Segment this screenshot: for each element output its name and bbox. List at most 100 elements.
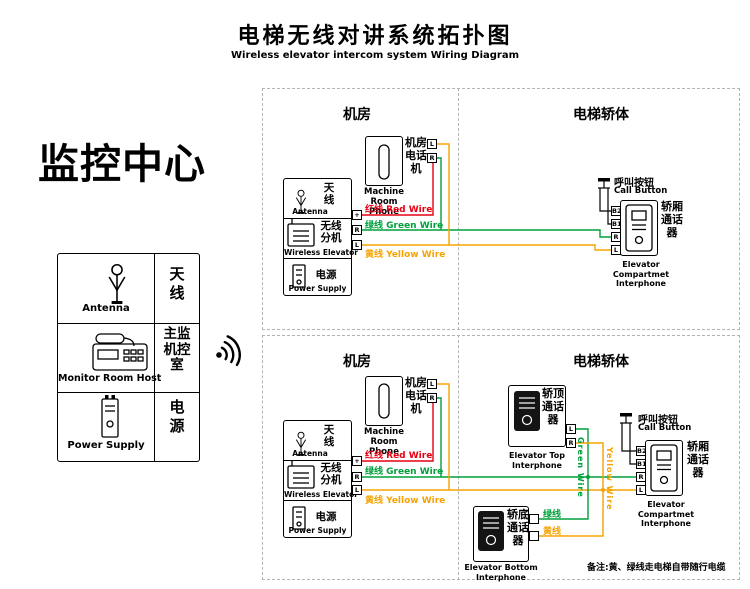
monitor-power-label-cn: 电 源 — [169, 398, 185, 435]
s1-machine-phone-label-cn: 机房 电话 机 — [405, 136, 427, 175]
s1-wireless-terminal-L: L — [352, 240, 362, 250]
s1-wireless-ext-cn: 无线 分机 — [320, 220, 342, 245]
power-supply-icon — [101, 395, 119, 438]
s1-yellow-wire-label: 黄线 Yellow Wire — [365, 250, 446, 260]
s2-wireless-power-cn: 电源 — [315, 511, 337, 523]
s1-compartment-label-en: Elevator Compartmet Interphone — [612, 260, 670, 289]
s2-compartment-label-cn: 轿厢 通话 器 — [687, 440, 709, 479]
page-title: 电梯无线对讲系统拓扑图 — [237, 24, 513, 49]
s1-wireless-antenna-en: Antenna — [292, 207, 328, 216]
section1-zone-divider — [458, 88, 459, 330]
s1-wireless-terminal-R: R — [352, 225, 362, 235]
s2-red-wire-label: 红线 Red Wire — [365, 451, 433, 461]
s2-bottom-interphone-terminal-green — [529, 514, 539, 524]
s2-top-interphone-box — [508, 385, 566, 447]
s1-callbutton-lead-b2 — [599, 188, 611, 212]
s1-call-button-icon — [597, 177, 611, 189]
s2-machine-phone-label-en: Machine Room Phone — [363, 427, 404, 457]
s1-comp-terminal-B1: B1 — [611, 219, 622, 229]
s2-machine-phone-box — [365, 376, 403, 426]
s1-green-wire-label: 绿线 Green Wire — [365, 221, 444, 231]
monitor-antenna-label-cn: 天 线 — [169, 265, 185, 302]
s2-wireless-terminal-plus: + — [352, 456, 362, 466]
s2-top-interphone-terminal-L: L — [566, 424, 576, 434]
monitor-box-divider-2 — [58, 391, 199, 393]
monitor-box-vertical-divider — [153, 254, 155, 461]
s1-wireless-antenna-cn: 天 线 — [323, 182, 335, 207]
s2-callbutton-lead-b2 — [621, 423, 636, 452]
s1-wireless-ext-en: Wireless Elevator — [284, 248, 358, 257]
footer-note: 备注:黄、绿线走电梯自带随行电缆 — [587, 563, 726, 573]
s1-yellow-wire — [362, 244, 611, 251]
s1-call-button-label-cn: 呼叫按钮 — [614, 178, 654, 189]
s1-wires — [362, 143, 611, 251]
s2-bottom-yellow-label: 黄线 — [543, 527, 562, 537]
s2-compartment-label-en: Elevator Compartmet Interphone — [637, 500, 695, 529]
s2-wireless-power-en: Power Supply — [288, 526, 347, 535]
s1-red-wire-label: 红线 Red Wire — [365, 205, 433, 215]
s2-yellow-junction — [601, 488, 605, 492]
s2-call-button-label-cn: 呼叫按钮 — [638, 415, 678, 426]
s1-comp-terminal-L: L — [611, 245, 621, 255]
s2-top-interphone-label-cn: 轿顶 通话 器 — [542, 387, 564, 426]
s2-wireless-terminal-R: R — [352, 472, 362, 482]
s2-green-branch — [437, 397, 442, 477]
s2-yellow-wire-label: 黄线 Yellow Wire — [365, 496, 446, 506]
monitor-center-heading: 监控中心 — [38, 140, 206, 188]
s1-wireless-power-en: Power Supply — [288, 284, 347, 293]
s2-top-interphone-label-en: Elevator Top Interphone — [509, 451, 565, 470]
s2-wires — [362, 383, 636, 537]
s1-wireless-unit-box — [283, 178, 352, 296]
s2-call-button-label-en: Call Button — [638, 423, 692, 433]
s1-zone-elevator-car: 电梯轿体 — [573, 107, 629, 123]
s1-call-button-label-en: Call Button — [614, 186, 668, 196]
section1-dashed-frame — [262, 88, 740, 330]
s1-wireless-box-divider-2 — [284, 258, 351, 259]
s2-comp-terminal-B2: B2 — [636, 446, 647, 456]
s1-callbutton-lead-b1 — [607, 188, 611, 225]
s2-wireless-box-divider-1 — [284, 460, 351, 461]
s2-call-button-icon — [619, 412, 633, 424]
s1-wireless-box-divider-1 — [284, 218, 351, 219]
monitor-power-label-en: Power Supply — [67, 440, 145, 451]
s2-zone-elevator-car: 电梯轿体 — [573, 354, 629, 370]
s2-bottom-interphone-label-en: Elevator Bottom Interphone — [464, 563, 538, 582]
wireless-signal-icon — [216, 335, 241, 367]
s2-comp-terminal-L: L — [636, 485, 646, 495]
monitor-center-box — [57, 253, 200, 462]
monitor-antenna-label-en: Antenna — [82, 303, 130, 314]
s2-green-wire-label: 绿线 Green Wire — [365, 467, 444, 477]
s2-wireless-ext-en: Wireless Elevator — [284, 490, 358, 499]
s2-bottom-green-label: 绿线 — [543, 510, 562, 520]
s2-green-riser — [539, 428, 589, 520]
s2-compartment-interphone-box — [645, 440, 683, 496]
s2-top-interphone-terminal-R: R — [566, 438, 576, 448]
s2-bottom-interphone-terminal-yellow — [529, 531, 539, 541]
s1-phone-terminal-L: L — [427, 139, 437, 149]
s1-green-wire — [362, 229, 611, 238]
s1-wireless-terminal-plus: + — [352, 210, 362, 220]
s1-yellow-branch — [437, 143, 450, 245]
s1-phone-terminal-R: R — [427, 153, 437, 163]
s2-wireless-ext-cn: 无线 分机 — [320, 462, 342, 487]
s2-comp-terminal-R: R — [636, 472, 646, 482]
s2-wireless-unit-box — [283, 420, 352, 538]
s1-red-wire — [362, 163, 434, 216]
s2-yellow-wire-vertical-label: Yellow Wire — [605, 447, 614, 511]
s2-yellow-branch — [437, 383, 450, 490]
s1-compartment-interphone-box — [620, 200, 658, 256]
monitor-box-divider-1 — [58, 322, 199, 324]
page-subtitle: Wireless elevator intercom system Wiring… — [230, 50, 520, 61]
s2-comp-terminal-B1: B1 — [636, 459, 647, 469]
s1-machine-phone-box — [365, 136, 403, 186]
s1-comp-terminal-B2: B2 — [611, 206, 622, 216]
s1-compartment-label-cn: 轿厢 通话 器 — [661, 200, 683, 239]
desk-phone-icon — [92, 333, 148, 371]
s2-wireless-terminal-L: L — [352, 485, 362, 495]
s2-zone-machine-room: 机房 — [343, 354, 371, 370]
s1-machine-phone-label-en: Machine Room Phone — [363, 187, 404, 217]
s1-comp-terminal-R: R — [611, 232, 621, 242]
monitor-host-label-en: Monitor Room Host — [58, 373, 162, 384]
